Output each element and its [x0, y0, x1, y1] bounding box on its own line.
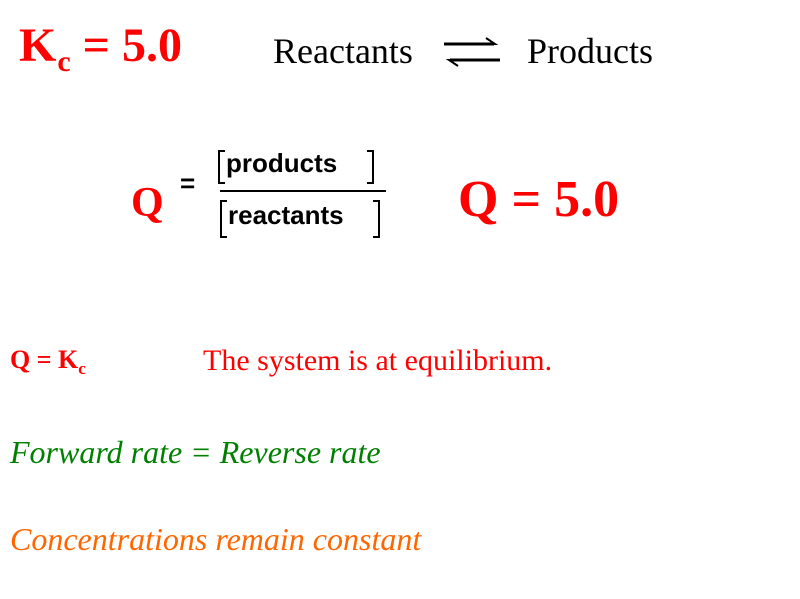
denominator-left-bracket — [220, 200, 227, 238]
q-equals-kc: Q = Kc — [10, 345, 86, 378]
kc-symbol: K — [19, 19, 57, 72]
denominator-reactants: reactants — [228, 200, 344, 230]
reactants-label: Reactants — [273, 31, 413, 71]
kc-value: Kc = 5.0 — [19, 19, 183, 77]
equilibrium-statement: The system is at equilibrium. — [203, 344, 553, 377]
q-value: Q = 5.0 — [458, 171, 620, 228]
kc-value-text: = 5.0 — [70, 19, 183, 72]
denominator-right-bracket — [373, 200, 380, 238]
products-label: Products — [527, 31, 653, 71]
kc-subscript-small: c — [78, 359, 86, 378]
kc-subscript: c — [57, 45, 71, 78]
numerator-left-bracket — [218, 150, 225, 184]
equilibrium-arrows-icon — [444, 37, 500, 67]
numerator-products: products — [226, 148, 338, 178]
q-equals-k-text: Q = K — [10, 345, 79, 374]
fraction-bar — [220, 190, 386, 192]
numerator-right-bracket — [367, 150, 374, 184]
rate-statement: Forward rate = Reverse rate — [10, 434, 381, 470]
q-equals-sign: = — [180, 168, 196, 198]
concentration-statement: Concentrations remain constant — [10, 521, 422, 557]
q-symbol: Q — [131, 180, 164, 226]
q-fraction: products reactants — [214, 148, 386, 240]
